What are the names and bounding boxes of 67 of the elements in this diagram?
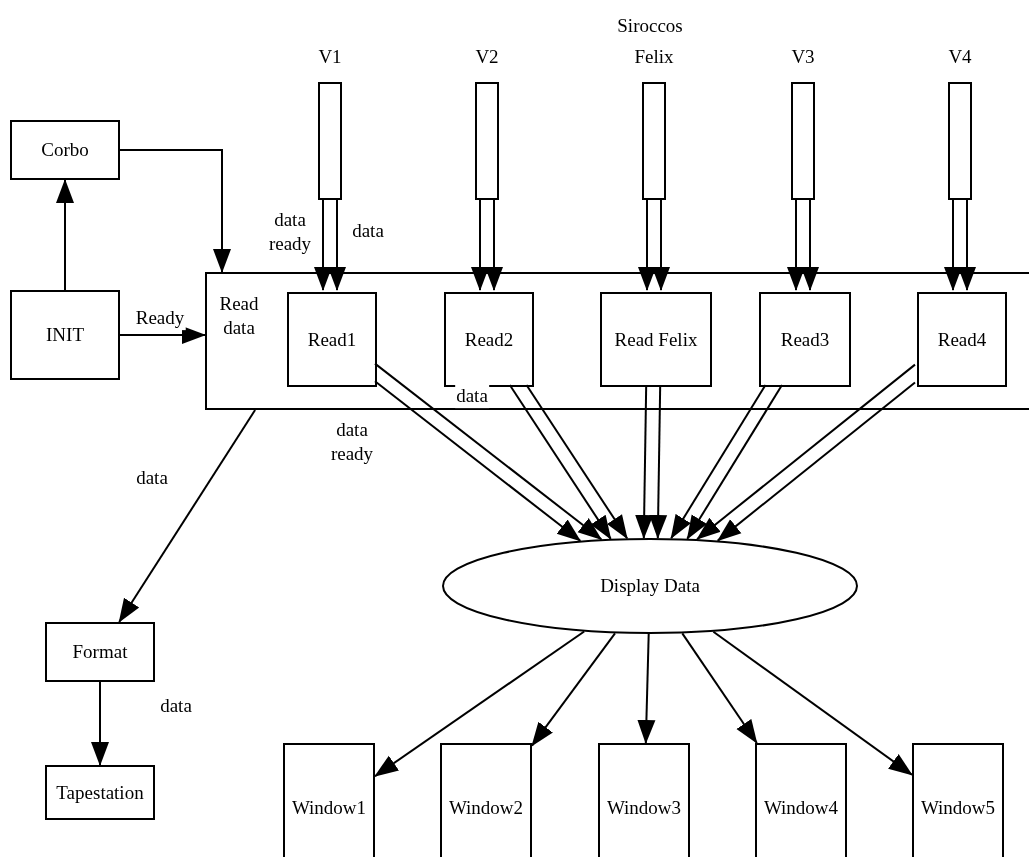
arrow <box>374 362 603 541</box>
node-label: V3 <box>791 45 815 69</box>
node-label: Read data <box>218 292 260 340</box>
process-box <box>755 743 847 857</box>
node-label: Display Data <box>600 574 700 596</box>
arrow <box>314 199 332 291</box>
arrow <box>485 199 503 291</box>
arrow <box>91 681 109 766</box>
heading-label: Siroccos <box>616 14 684 38</box>
arrow <box>696 363 916 541</box>
process-box <box>10 120 120 180</box>
node-label: Window1 <box>291 796 367 820</box>
node-label: Format <box>72 640 128 664</box>
arrow <box>374 630 586 778</box>
node-label: Felix <box>634 45 674 69</box>
node-label: V2 <box>475 45 499 69</box>
arrow <box>637 633 656 744</box>
arrow <box>56 179 74 291</box>
node-label: Window4 <box>763 796 839 820</box>
arrow <box>635 384 654 539</box>
process-box <box>10 290 120 380</box>
node-label: Read Felix <box>614 327 698 352</box>
node-label: Window2 <box>448 796 524 820</box>
node-label: INIT <box>46 323 84 347</box>
node-label: Read1 <box>307 327 357 352</box>
arrow <box>787 199 805 291</box>
arrow <box>119 326 206 344</box>
arrow <box>638 199 656 291</box>
arrow <box>471 199 489 291</box>
process-box <box>759 292 851 387</box>
node-label: V1 <box>318 45 342 69</box>
group-box <box>205 272 1029 410</box>
process-box <box>917 292 1007 387</box>
process-box <box>912 743 1004 857</box>
node-label: V4 <box>948 45 972 69</box>
arrow <box>508 384 612 540</box>
arrow <box>328 199 346 291</box>
node-label: Window5 <box>920 796 996 820</box>
process-box <box>600 292 712 387</box>
arrow <box>525 384 629 540</box>
process-ellipse <box>442 538 858 634</box>
arrow <box>374 380 582 542</box>
node-label: Read2 <box>464 327 514 352</box>
arrow <box>686 384 783 540</box>
process-box <box>440 743 532 857</box>
arrow <box>118 409 257 623</box>
node-label: Tapestation <box>56 780 144 805</box>
arrow <box>119 149 231 273</box>
arrow <box>944 199 962 291</box>
process-box <box>45 765 155 820</box>
arrow <box>716 381 916 542</box>
arrow <box>958 199 976 291</box>
node-label: Read4 <box>937 327 987 352</box>
process-box <box>287 292 377 387</box>
arrow <box>681 632 758 744</box>
node-label: Read3 <box>780 327 830 352</box>
arrow <box>652 199 670 291</box>
arrow <box>649 384 668 539</box>
node-label: Window3 <box>606 796 682 820</box>
arrow <box>531 632 616 747</box>
process-box <box>45 622 155 682</box>
process-box <box>598 743 690 857</box>
arrow <box>712 630 913 776</box>
arrow <box>801 199 819 291</box>
process-box <box>283 743 375 857</box>
node-label: Corbo <box>41 138 89 162</box>
arrow <box>670 384 767 540</box>
